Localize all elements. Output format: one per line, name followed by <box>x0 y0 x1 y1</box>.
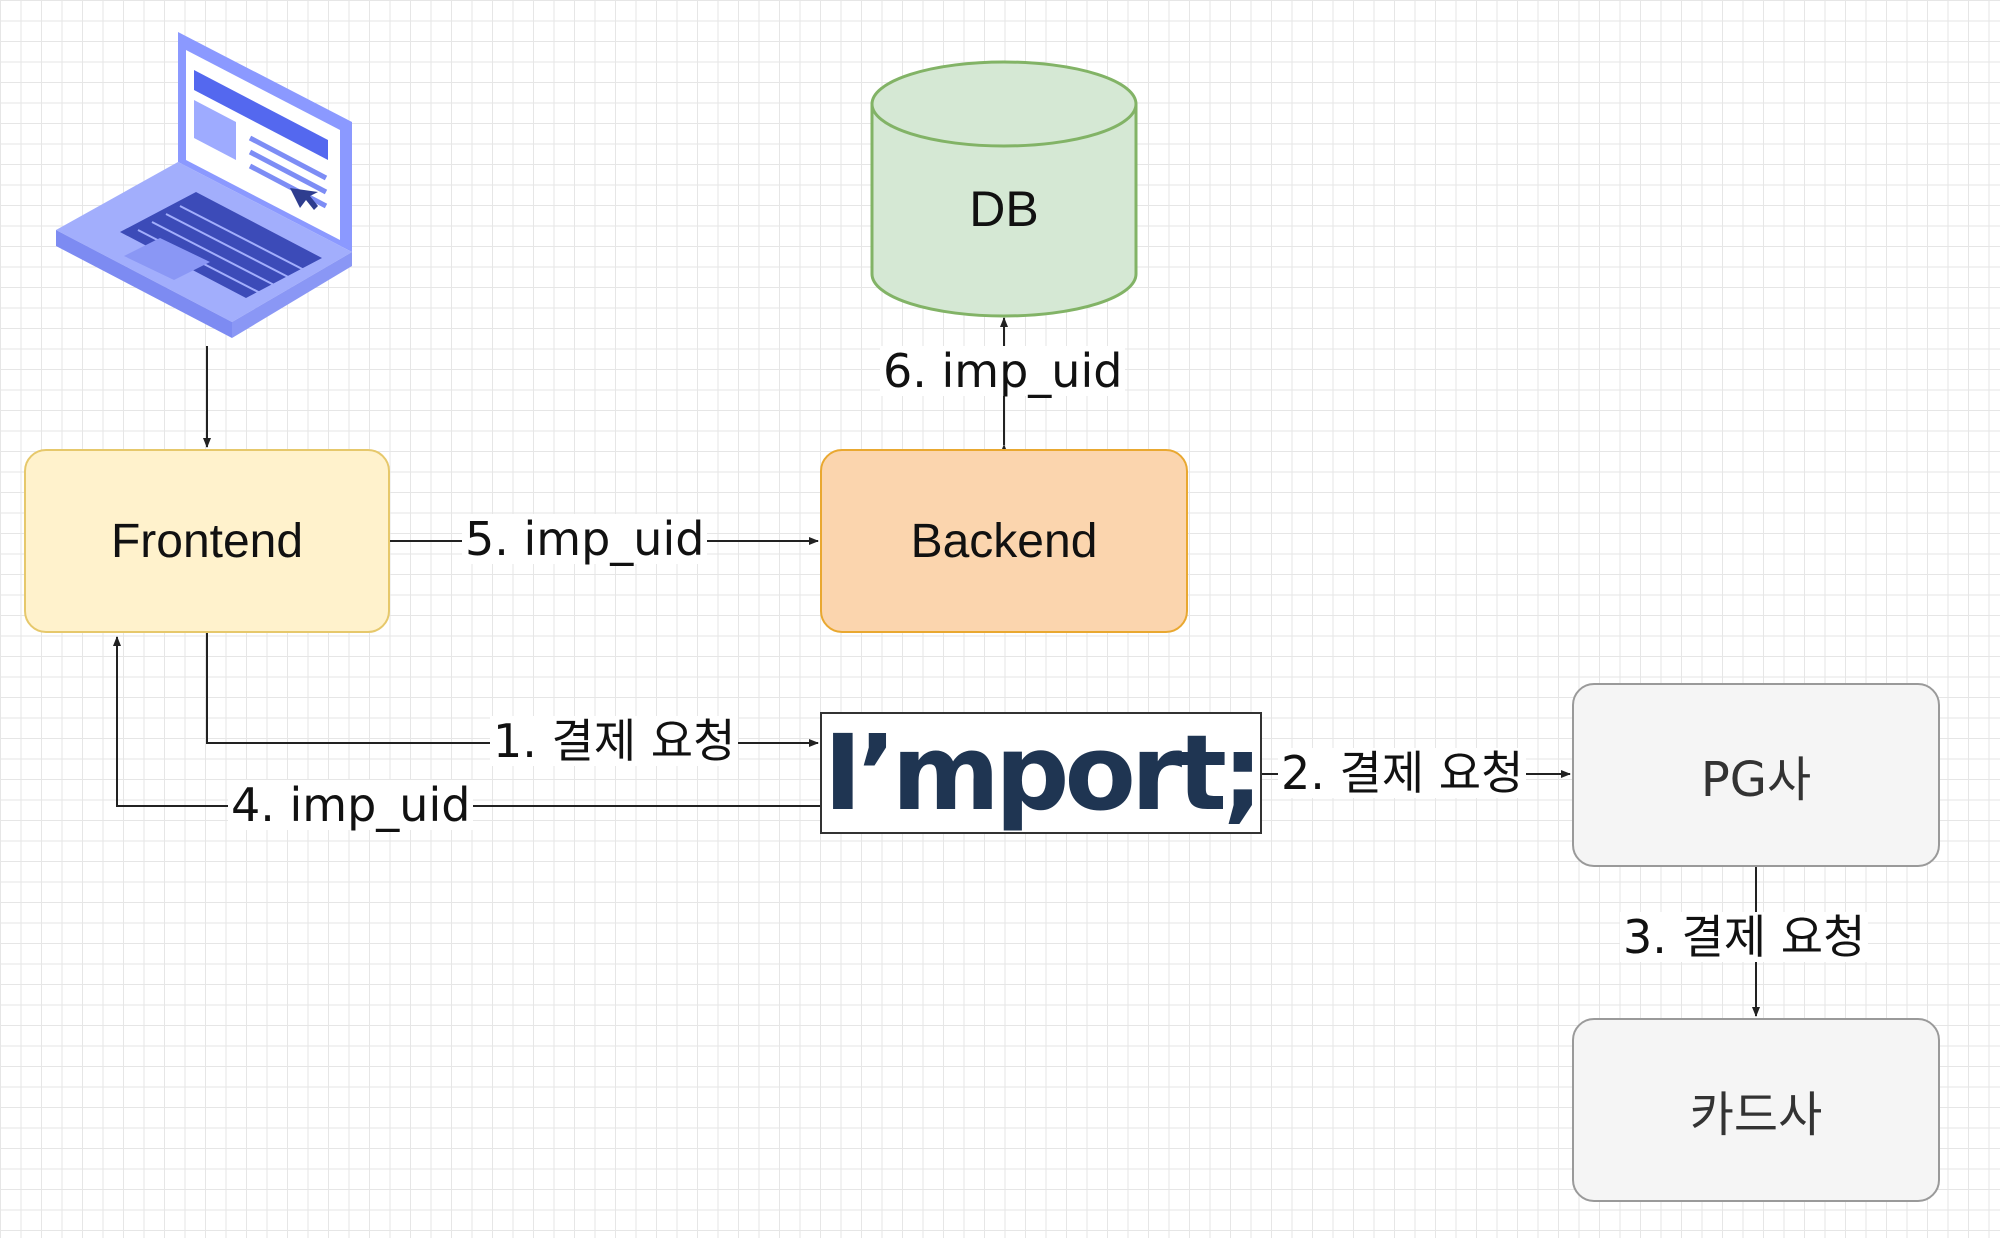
card-company-node: 카드사 <box>1572 1018 1940 1202</box>
edge-label-2: 2. 결제 요청 <box>1278 748 1526 798</box>
frontend-node: Frontend <box>24 449 390 633</box>
db-label: DB <box>872 180 1136 238</box>
backend-label: Backend <box>911 514 1098 569</box>
edge-label-3: 3. 결제 요청 <box>1620 912 1868 962</box>
card-company-label: 카드사 <box>1690 1075 1822 1145</box>
edge-label-6: 6. imp_uid <box>880 346 1125 396</box>
laptop-icon <box>56 32 352 338</box>
edge-label-4: 4. imp_uid <box>228 780 473 830</box>
frontend-label: Frontend <box>111 514 303 569</box>
pg-node: PG사 <box>1572 683 1940 867</box>
iamport-logo-text: I’mport; <box>823 721 1258 825</box>
iamport-logo: I’mport; <box>820 712 1262 834</box>
edge-label-1: 1. 결제 요청 <box>490 716 738 766</box>
pg-label: PG사 <box>1701 740 1811 810</box>
edge-label-5: 5. imp_uid <box>462 514 707 564</box>
backend-node: Backend <box>820 449 1188 633</box>
